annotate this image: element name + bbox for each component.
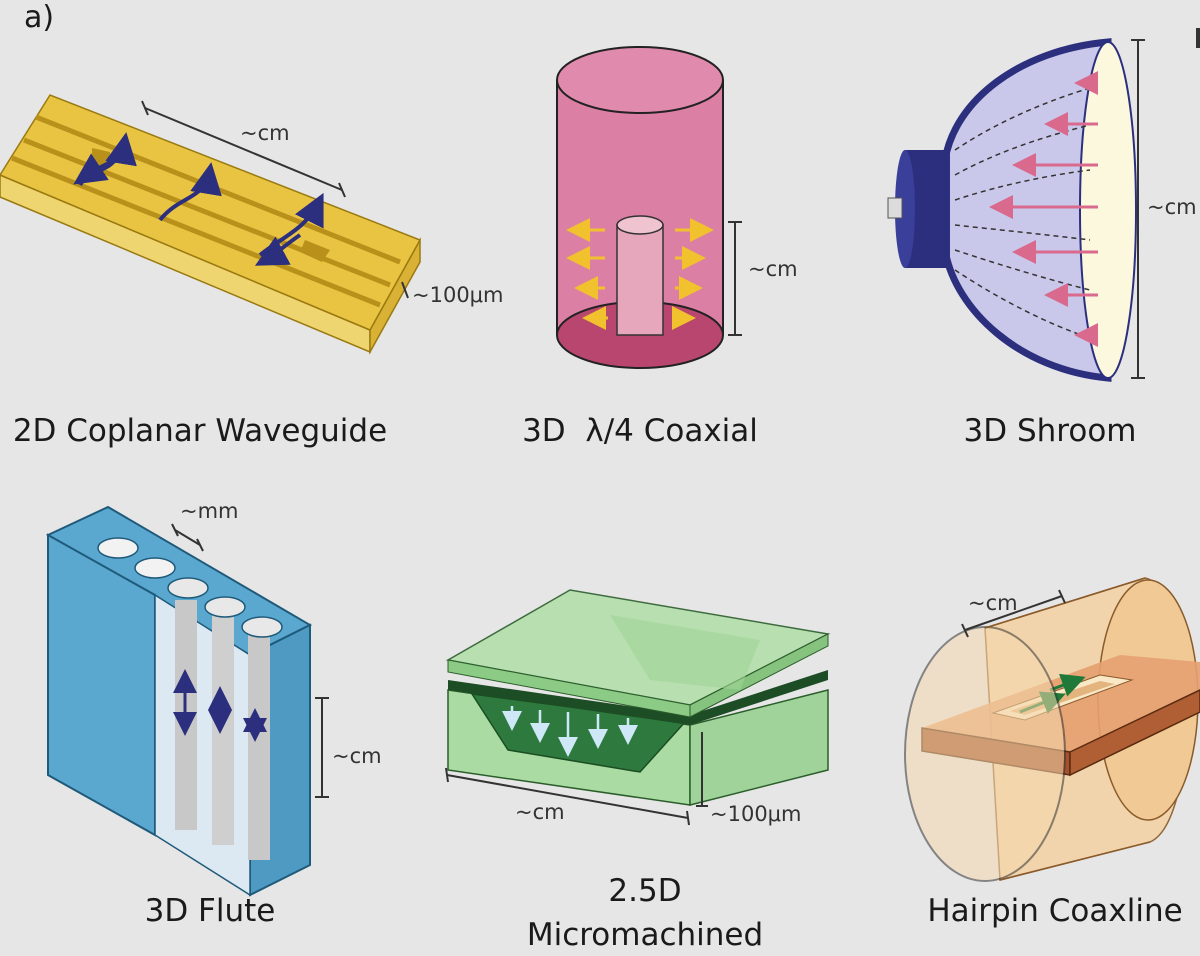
- hairpin-length-label: ~cm: [968, 591, 1018, 615]
- cpw-diagram: ~cm ~100μm: [0, 94, 504, 355]
- shroom-height-label: ~cm: [1147, 195, 1197, 219]
- cpw-caption: 2D Coplanar Waveguide: [12, 413, 388, 449]
- micromachined-diagram: ~cm ~100μm: [445, 589, 831, 826]
- flute-diagram: ~mm ~cm: [45, 499, 382, 897]
- micromachined-depth-label: ~100μm: [710, 802, 802, 826]
- hairpin-diagram: ~cm: [904, 577, 1200, 882]
- cpw-thickness-label: ~100μm: [412, 283, 504, 307]
- micromachined-caption-line2: Micromachined: [526, 917, 764, 953]
- coax-caption: 3D λ/4 Coaxial: [522, 413, 758, 449]
- cropped-edge: [1196, 28, 1200, 48]
- hairpin-caption: Hairpin Coaxline: [927, 893, 1183, 929]
- shroom-diagram: ~cm: [887, 38, 1197, 382]
- shroom-caption: 3D Shroom: [963, 413, 1137, 449]
- flute-pitch-label: ~mm: [180, 499, 239, 523]
- cpw-length-label: ~cm: [240, 121, 290, 145]
- coax-diagram: ~cm: [556, 46, 798, 369]
- micromachined-width-label: ~cm: [515, 800, 565, 824]
- panel-label: a): [24, 0, 55, 35]
- flute-caption: 3D Flute: [144, 893, 276, 929]
- flute-height-label: ~cm: [332, 744, 382, 768]
- coax-height-label: ~cm: [748, 257, 798, 281]
- micromachined-caption-line1: 2.5D: [608, 873, 682, 909]
